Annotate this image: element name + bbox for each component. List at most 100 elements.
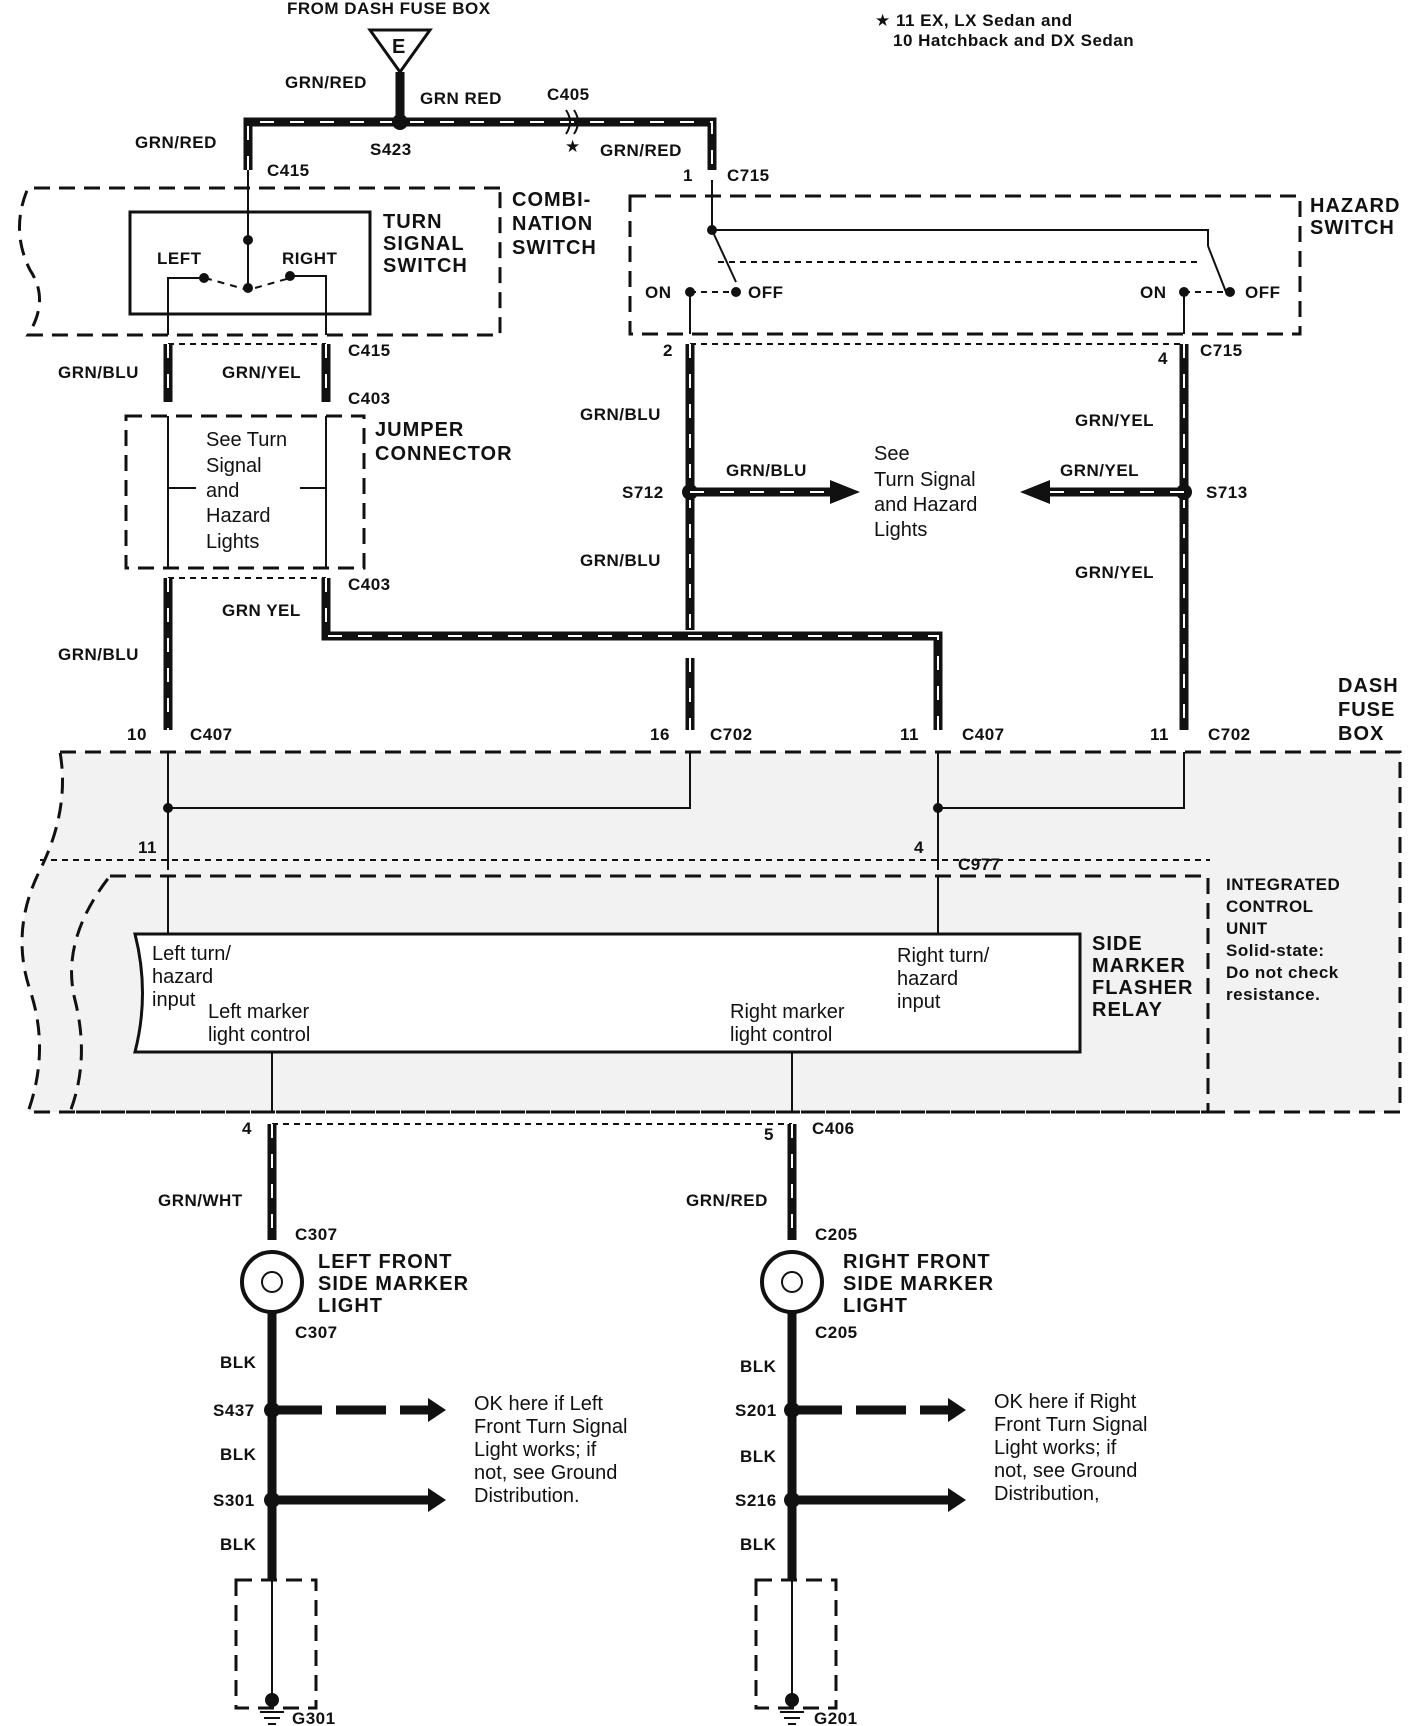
pin-c406-5: 5 [764,1125,774,1144]
lower-feed-wires [163,577,943,730]
hazard-switch-title: HAZARD SWITCH [1310,195,1400,239]
svg-text:Solid-state:: Solid-state: [1226,941,1325,960]
svg-text:Front Turn Signal: Front Turn Signal [474,1416,627,1438]
svg-text:COMBI-: COMBI- [512,189,591,211]
left-ground-box [234,1578,318,1710]
connector-c307-bottom: C307 [295,1323,338,1342]
wire-label-grn-blu-5: GRN/BLU [58,645,139,664]
svg-text:Light works; if: Light works; if [474,1439,597,1461]
svg-text:LIGHT: LIGHT [318,1295,383,1317]
c405-connector-symbol [565,109,579,135]
jumper-note: See Turn Signal and Hazard Lights [206,429,287,553]
svg-text:INTEGRATED: INTEGRATED [1226,875,1340,894]
splice-s437: S437 [213,1401,255,1420]
svg-text:OK here if Left: OK here if Left [474,1393,603,1415]
svg-text:hazard: hazard [897,968,958,990]
svg-text:CONNECTOR: CONNECTOR [375,443,513,465]
svg-text:light control: light control [208,1024,310,1046]
right-ground-box [754,1578,838,1710]
ground-wires [264,1312,966,1580]
connector-c405: C405 [547,85,590,104]
hazard-left-on: ON [645,283,672,302]
wire-label-grn-yel-5: GRN YEL [222,601,301,620]
svg-text:LEFT FRONT: LEFT FRONT [318,1251,452,1273]
fuse-source-label: FROM DASH FUSE BOX [287,0,491,18]
svg-text:light control: light control [730,1024,832,1046]
svg-text:Lights: Lights [206,531,259,553]
hazard-output-wires [682,343,1192,730]
c405-star-note: ★ [565,137,581,156]
fuse-source-triangle: E [367,28,433,75]
right-front-side-marker-bulb [760,1250,824,1314]
svg-text:SIGNAL: SIGNAL [383,233,465,255]
marker-light-wires [267,1123,797,1240]
svg-text:Left marker: Left marker [208,1001,309,1023]
jumper-connector-title: JUMPER CONNECTOR [375,419,513,465]
left-front-side-marker-bulb [240,1250,304,1314]
connector-c205-top: C205 [815,1225,858,1244]
connector-c307-top: C307 [295,1225,338,1244]
feed-wire-top [243,72,717,170]
pin-c977-11: 11 [138,838,157,857]
fuse-source-letter: E [392,36,406,58]
connector-c403-top: C403 [348,389,391,408]
wire-label-grn-red-3: GRN/RED [135,133,217,152]
svg-text:Signal: Signal [206,455,262,477]
splice-s301: S301 [213,1491,255,1510]
left-contact-label: LEFT [157,249,202,268]
wire-label-grn-red-2: GRN RED [420,89,502,108]
svg-text:Turn Signal: Turn Signal [874,469,976,491]
hazard-right-off: OFF [1245,283,1281,302]
svg-text:OK here if Right: OK here if Right [994,1391,1137,1413]
relay-left-control: Left marker light control [208,1001,310,1046]
svg-text:Left turn/: Left turn/ [152,943,231,965]
splice-s713: S713 [1206,483,1248,502]
svg-text:Light works; if: Light works; if [994,1437,1117,1459]
relay-left-input: Left turn/ hazard input [152,943,231,1011]
icu-title: INTEGRATED CONTROL UNIT Solid-state: Do … [1226,875,1340,1004]
splice-s216: S216 [735,1491,777,1510]
svg-text:SWITCH: SWITCH [1310,217,1395,239]
connector-c715-bottom: C715 [1200,341,1243,360]
svg-text:See Turn: See Turn [206,429,287,451]
svg-text:TURN: TURN [383,211,443,233]
right-ground-note: OK here if Right Front Turn Signal Light… [994,1391,1147,1505]
svg-text:Distribution.: Distribution. [474,1485,580,1507]
connector-c715-top: C715 [727,166,770,185]
wire-label-grn-yel-3: GRN/YEL [1060,461,1139,480]
pin-c407-11: 11 [900,725,919,744]
connector-c407-left: C407 [190,725,233,744]
integrated-control-unit-box [67,874,1210,1114]
svg-text:UNIT: UNIT [1226,919,1268,938]
svg-text:not, see Ground: not, see Ground [994,1460,1137,1482]
svg-text:Do not check: Do not check [1226,963,1339,982]
svg-text:SWITCH: SWITCH [512,237,597,259]
turn-signal-switch-title: TURN SIGNAL SWITCH [383,211,467,277]
side-marker-flasher-relay [133,932,1082,1112]
svg-text:CONTROL: CONTROL [1226,897,1314,916]
pin-c715-1: 1 [683,166,693,185]
ground-g301: G301 [292,1709,336,1726]
svg-text:FLASHER: FLASHER [1092,977,1193,999]
svg-text:FUSE: FUSE [1338,699,1395,721]
svg-text:Right turn/: Right turn/ [897,945,990,967]
connector-c406: C406 [812,1119,855,1138]
svg-text:MARKER: MARKER [1092,955,1186,977]
hazard-left-off: OFF [748,283,784,302]
wire-label-blk-3: BLK [220,1535,257,1554]
svg-text:hazard: hazard [152,966,213,988]
right-contact-label: RIGHT [282,249,338,268]
jumper-connector-box [124,414,366,570]
pin-c702-16: 16 [650,725,670,744]
svg-text:resistance.: resistance. [1226,985,1320,1004]
svg-text:HAZARD: HAZARD [1310,195,1400,217]
wire-label-grn-yel-2: GRN/YEL [1075,411,1154,430]
wire-label-grn-wht: GRN/WHT [158,1191,243,1210]
svg-text:LIGHT: LIGHT [843,1295,908,1317]
model-note-line2: 10 Hatchback and DX Sedan [893,31,1134,50]
pin-c406-4: 4 [242,1119,252,1138]
turn-signal-switch [128,188,372,335]
ground-symbol-icon [260,1711,284,1725]
connector-c415-bottom: C415 [348,341,391,360]
